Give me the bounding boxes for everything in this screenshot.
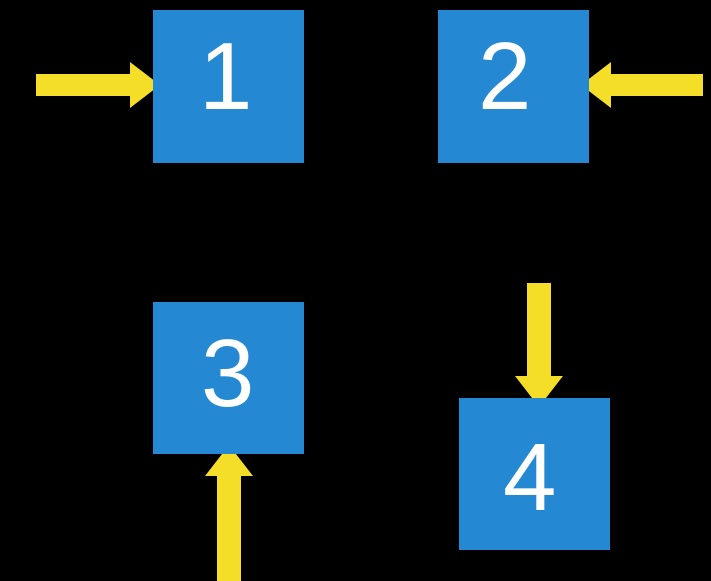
- node-box-4[interactable]: 4: [459, 398, 610, 550]
- node-box-2[interactable]: 2: [438, 10, 589, 163]
- node-box-3[interactable]: 3: [153, 302, 304, 454]
- node-label-1: 1: [199, 23, 253, 130]
- node-box-1[interactable]: 1: [153, 10, 304, 163]
- arrow-left-into-node-2: [581, 62, 703, 108]
- node-label-3: 3: [201, 320, 255, 427]
- arrow-up-into-node-3: [193, 445, 265, 581]
- node-label-2: 2: [478, 23, 532, 130]
- arrow-right-into-node-1: [36, 62, 160, 108]
- arrow-down-into-node-4: [503, 283, 575, 407]
- node-label-4: 4: [503, 424, 557, 531]
